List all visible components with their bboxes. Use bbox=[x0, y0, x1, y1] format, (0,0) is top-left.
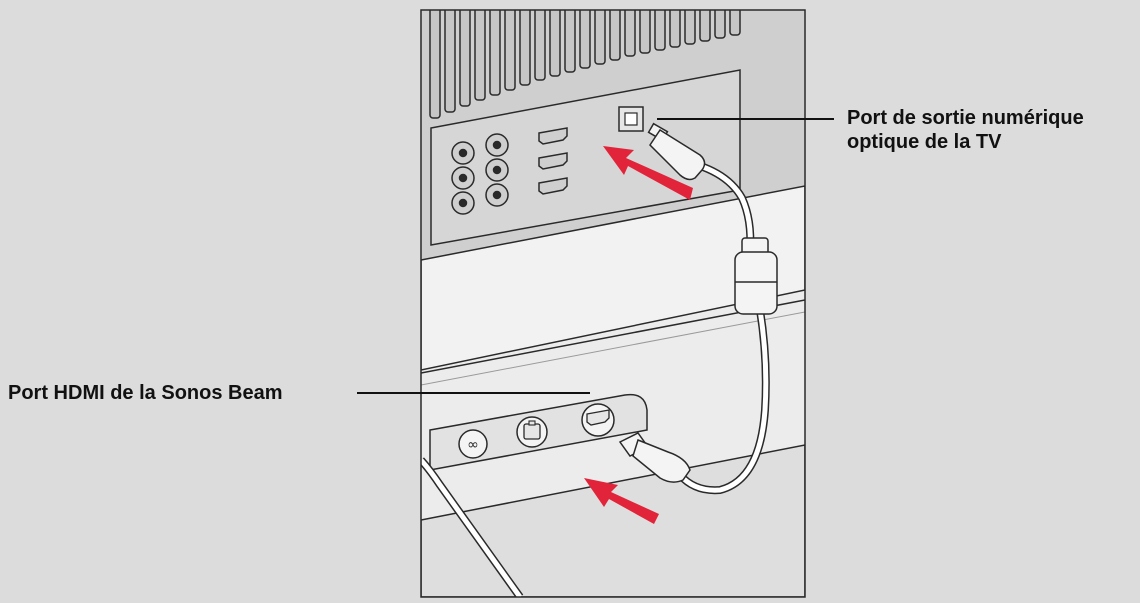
optical-port-label-line1: Port de sortie numérique bbox=[847, 107, 1084, 129]
svg-text:∞: ∞ bbox=[467, 437, 479, 453]
cable-adapter bbox=[734, 237, 778, 315]
optical-port-label: Port de sortie numérique optique de la T… bbox=[847, 106, 1084, 154]
optical-port-label-line2: optique de la TV bbox=[847, 131, 1002, 153]
hdmi-port-label: Port HDMI de la Sonos Beam bbox=[8, 382, 283, 404]
arrow-to-optical-port bbox=[603, 146, 693, 200]
hdmi-plug bbox=[618, 432, 691, 483]
arrow-to-hdmi-port bbox=[584, 478, 659, 524]
rca-jacks bbox=[451, 133, 509, 215]
soundbar-top-edge bbox=[421, 185, 805, 371]
hdmi-icon bbox=[581, 403, 615, 437]
infinity-icon: ∞ bbox=[458, 429, 488, 459]
illustration-frame: ∞ bbox=[421, 10, 805, 597]
tv-optical-port bbox=[618, 106, 644, 132]
optical-plug bbox=[647, 122, 706, 181]
tv-hdmi-ports bbox=[538, 127, 568, 195]
illustration-border bbox=[420, 9, 806, 598]
optical-cable bbox=[675, 156, 770, 495]
tv-vents bbox=[429, 10, 741, 119]
ethernet-icon bbox=[516, 416, 548, 448]
